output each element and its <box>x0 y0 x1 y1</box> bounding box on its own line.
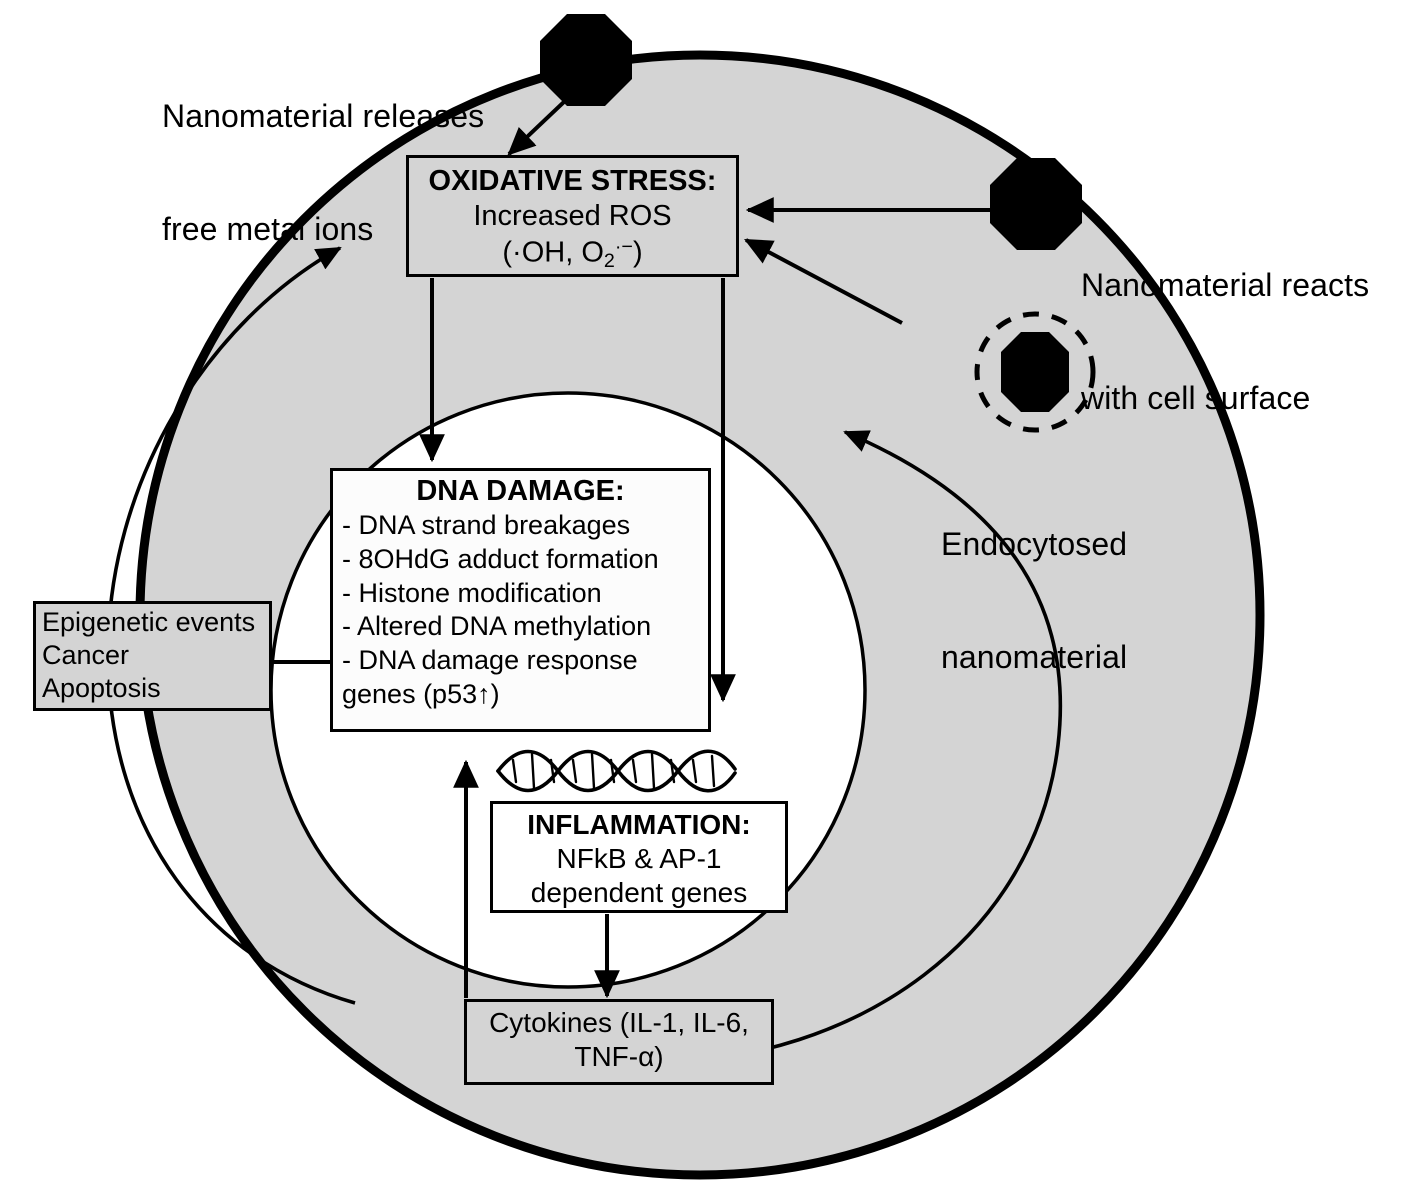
cytokines-line1: Cytokines (IL-1, IL-6, <box>489 1007 749 1038</box>
formula-superscript: ·− <box>614 235 633 258</box>
annotation-line2: free metal ions <box>162 210 374 247</box>
dna-damage-item: - DNA damage response <box>342 645 638 675</box>
annotation-line1: Nanomaterial releases <box>162 97 485 134</box>
epigenetic-line3: Apoptosis <box>42 672 161 703</box>
dna-damage-title: DNA DAMAGE: <box>416 475 625 507</box>
cytokines-line2: TNF-α) <box>574 1041 664 1073</box>
inflammation-line1: NFkB & AP-1 <box>556 843 722 875</box>
oxidative-stress-box: OXIDATIVE STRESS: Increased ROS (·OH, O2… <box>406 155 739 277</box>
epigenetic-line2: Cancer <box>42 639 130 670</box>
inflammation-line2: dependent genes <box>530 877 748 909</box>
formula-subscript: 2 <box>603 249 615 272</box>
nanoparticle-octagon <box>990 158 1082 250</box>
formula-prefix: ( <box>502 236 513 269</box>
oxidative-stress-formula: (·OH, O2·−) <box>409 235 736 273</box>
annotation-line1: Endocytosed <box>941 525 1128 562</box>
nanoparticle-octagon <box>1001 332 1069 412</box>
annotation-nanomaterial-reacts: Nanomaterial reacts with cell surface <box>1081 191 1369 493</box>
annotation-endocytosed-nanomaterial: Endocytosed nanomaterial <box>941 450 1127 752</box>
inflammation-title: INFLAMMATION: <box>527 809 751 840</box>
oxidative-stress-title: OXIDATIVE STRESS: <box>428 165 717 197</box>
nanoparticle-octagon <box>540 14 632 106</box>
dashed-circle-icon <box>974 311 1096 433</box>
cytokines-box: Cytokines (IL-1, IL-6, TNF-α) <box>464 999 774 1085</box>
oxidative-stress-line1: Increased ROS <box>473 200 672 233</box>
dna-damage-item: genes (p53↑) <box>342 678 500 709</box>
formula-suffix: ) <box>632 236 643 269</box>
dna-damage-box: DNA DAMAGE: - DNA strand breakages - 8OH… <box>330 468 711 732</box>
inflammation-box: INFLAMMATION: NFkB & AP-1 dependent gene… <box>490 801 788 913</box>
annotation-line2: with cell surface <box>1081 379 1311 416</box>
annotation-nanomaterial-releases: Nanomaterial releases free metal ions <box>162 22 484 324</box>
dna-damage-item: - DNA strand breakages <box>342 510 631 540</box>
dna-damage-item: - 8OHdG adduct formation <box>342 543 659 574</box>
formula-radicals: ·OH, O <box>512 236 604 269</box>
annotation-line2: nanomaterial <box>941 638 1128 675</box>
annotation-line1: Nanomaterial reacts <box>1081 266 1370 303</box>
dna-damage-item: - Histone modification <box>342 577 602 608</box>
dna-double-helix-icon <box>496 749 737 793</box>
epigenetic-line1: Epigenetic events <box>42 607 256 637</box>
arrow-nanoparticle-to-oxidative-stress <box>507 98 568 156</box>
dna-damage-item: - Altered DNA methylation <box>342 611 652 642</box>
epigenetic-events-box: Epigenetic events Cancer Apoptosis <box>33 601 272 711</box>
feedback-arc-right <box>649 430 1063 1065</box>
arrow-endocytosed-to-oxidative-stress <box>744 238 903 325</box>
